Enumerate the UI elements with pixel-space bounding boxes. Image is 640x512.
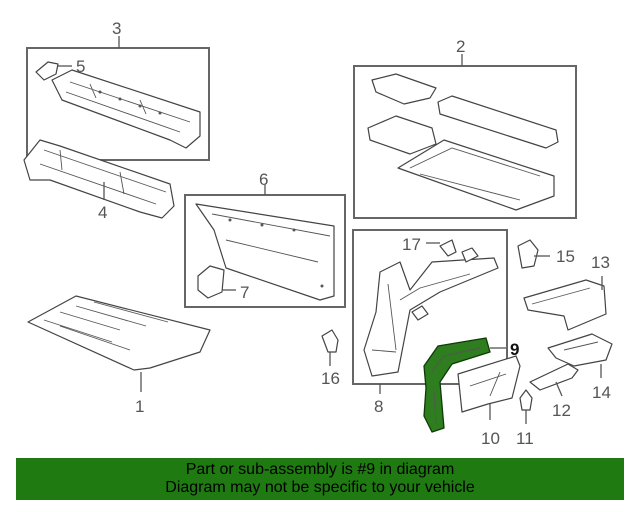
callout-7: 7: [240, 283, 249, 302]
info-banner: Part or sub-assembly is #9 in diagram Di…: [16, 458, 624, 500]
part-2-bracket-b: [367, 115, 437, 155]
group-3-box: [26, 47, 210, 161]
part-1-floor-pan: [27, 295, 211, 371]
part-14-bracket: [547, 333, 613, 367]
parts-diagram: 3 5 4 2 6 7: [23, 19, 613, 448]
callout-9: 9: [510, 340, 519, 359]
part-11-group: 11: [516, 389, 534, 448]
part-5-clip: [35, 61, 59, 81]
part-11-clip: [519, 389, 533, 411]
part-15-plate: [517, 239, 539, 269]
part-6-panel: [195, 203, 335, 301]
callout-12: 12: [552, 401, 571, 420]
part-13-group: 13: [523, 253, 610, 331]
callout-17: 17: [402, 235, 421, 254]
banner-line-2: Diagram may not be specific to your vehi…: [165, 479, 475, 496]
part-4-crossmember: [23, 139, 175, 219]
callout-10: 10: [481, 429, 500, 448]
part-4-group: 4: [23, 139, 175, 222]
part-7-bracket: [197, 265, 225, 299]
group-8: 8 17: [352, 229, 508, 416]
callout-16: 16: [321, 369, 340, 388]
part-9-group: 9: [423, 337, 519, 433]
callout-5: 5: [76, 57, 85, 76]
part-3-crossmember: [51, 69, 201, 149]
callout-13: 13: [591, 253, 610, 272]
callout-15: 15: [556, 247, 575, 266]
callout-2: 2: [456, 37, 465, 56]
callout-14: 14: [592, 383, 611, 402]
part-12-group: 12: [529, 363, 579, 420]
group-6: 6 7: [184, 170, 346, 308]
callout-3: 3: [112, 19, 121, 38]
part-1-group: 1: [27, 295, 211, 416]
part-16-group: 16: [321, 329, 340, 388]
callout-8: 8: [374, 397, 383, 416]
part-15-group: 15: [517, 239, 575, 269]
part-9-extension-highlighted[interactable]: [423, 337, 491, 433]
part-2-rail: [437, 95, 559, 149]
part-14-group: 14: [547, 333, 613, 402]
part-8-rail-assembly: [363, 257, 499, 377]
callout-1: 1: [135, 397, 144, 416]
part-8-small-bracket: [461, 247, 479, 263]
group-3: 3 5: [26, 19, 210, 161]
callout-11: 11: [516, 429, 534, 448]
part-17-bracket: [439, 239, 457, 257]
part-2-pan: [397, 139, 555, 211]
part-10-group: 10: [457, 355, 521, 448]
part-12-brace: [529, 363, 579, 391]
part-2-bracket-a: [371, 73, 437, 105]
callout-6: 6: [259, 170, 268, 189]
part-8-tab: [411, 305, 429, 321]
callout-4: 4: [98, 203, 107, 222]
part-16-clip: [321, 329, 339, 353]
part-10-panel: [457, 355, 521, 413]
group-2-box: [353, 65, 577, 219]
group-2: 2: [353, 37, 577, 219]
banner-line-1: Part or sub-assembly is #9 in diagram: [185, 461, 455, 478]
part-13-cover: [523, 279, 607, 331]
